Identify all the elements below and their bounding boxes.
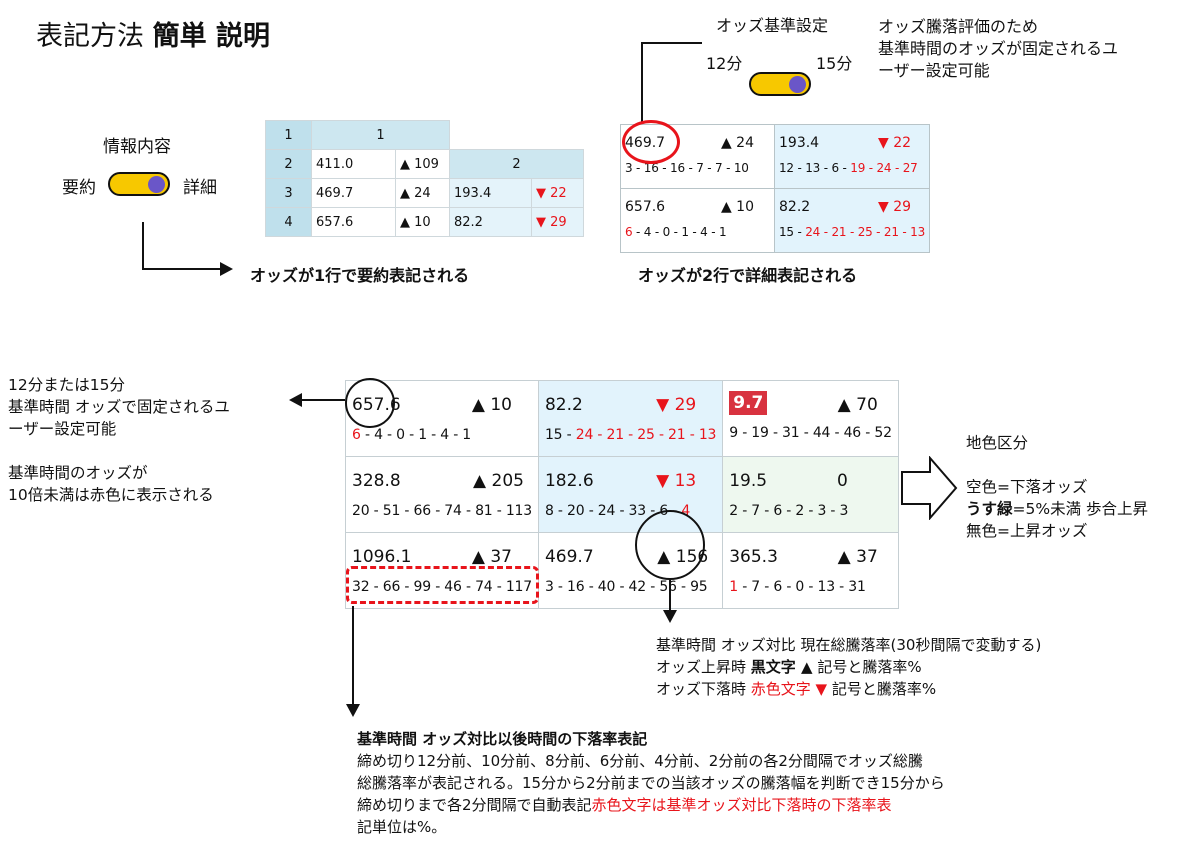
odds-setting-label: オッズ基準設定 [716,16,829,35]
table-row: 3 469.7 ▲ 24 193.4 ▼ 22 [265,178,584,208]
trend-highlight-box [346,566,539,604]
odds-setting-note: オッズ騰落評価のため 基準時間のオッズが固定されるユ ーザー設定可能 [878,17,1119,80]
odds-cell: 82.2▼ 29 15 - 24 - 21 - 25 - 21 - 13 [537,380,724,457]
table-row: 657.6▲ 10 6 - 4 - 0 - 1 - 4 - 1 82.2▼ 29… [345,380,899,457]
trend-note: 基準時間 オッズ対比以後時間の下落率表記 締め切り12分前、10分前、8分前、6… [357,730,945,836]
connector-line [641,42,702,44]
info-label: 情報内容 [103,137,171,157]
odds-cell: 182.6▼ 13 8 - 20 - 24 - 33 - 6 - 4 [537,456,724,533]
left-note: 12分または15分 基準時間 オッズで固定されるユ ーザー設定可能 基準時間のオ… [8,376,230,504]
table-row: 657.6▲ 10 6 - 4 - 0 - 1 - 4 - 1 82.2▼ 29… [620,188,931,253]
arrow-right-icon [220,262,233,276]
arrow-left-icon [289,393,302,407]
table-row: 328.8▲ 205 20 - 51 - 66 - 74 - 81 - 113 … [345,456,899,533]
arrow-line [142,222,144,270]
arrow-line [352,606,354,706]
odds-cell: 365.3▲ 37 1 - 7 - 6 - 0 - 13 - 31 [722,532,899,609]
arrow-line [669,580,671,612]
table-row: 4 657.6 ▲ 10 82.2 ▼ 29 [265,207,584,237]
detail-cell: 657.6▲ 10 6 - 4 - 0 - 1 - 4 - 1 [620,188,775,253]
arrow-down-icon [346,704,360,717]
detail-caption: オッズが2行で詳細表記される [638,266,858,285]
odds-change-note: 基準時間 オッズ対比 現在総騰落率(30秒間隔で変動する) オッズ上昇時 黒文字… [656,636,1042,698]
odds-12min-label: 12分 [706,54,743,73]
summary-label: 要約 [62,178,96,198]
toggle-knob [789,76,806,93]
arrow-right-outline-icon [901,456,958,520]
detail-table: 469.7▲ 24 3 - 16 - 16 - 7 - 7 - 10 193.4… [620,124,931,253]
highlight-circle [345,378,395,428]
highlight-circle-red [622,120,680,164]
detail-cell: 82.2▼ 29 15 - 24 - 21 - 25 - 21 - 13 [773,188,931,253]
page-title: 表記方法 簡単 説明 [36,21,270,52]
low-odds-badge: 9.7 [729,391,768,415]
highlight-circle [635,510,705,580]
arrow-down-icon [663,610,677,623]
toggle-knob [148,176,165,193]
odds-cell: 328.8▲ 205 20 - 51 - 66 - 74 - 81 - 113 [345,456,539,533]
summary-caption: オッズが1行で要約表記される [250,266,470,285]
connector-line [641,42,643,124]
table-row: 1 1 [265,120,584,150]
odds-cell: 9.7▲ 70 9 - 19 - 31 - 44 - 46 - 52 [722,380,899,457]
arrow-line [300,399,346,401]
odds-15min-label: 15分 [816,54,853,73]
detail-label: 詳細 [183,178,217,198]
info-toggle[interactable] [108,172,170,196]
background-color-legend: 地色区分 空色=下落オッズ うす緑=5%未満 歩合上昇 無色=上昇オッズ [966,434,1149,540]
arrow-line [142,268,222,270]
odds-setting-toggle[interactable] [749,72,811,96]
table-row: 2 411.0 ▲ 109 2 [265,149,584,179]
table-row: 469.7▲ 24 3 - 16 - 16 - 7 - 7 - 10 193.4… [620,124,931,189]
summary-table: 1 1 2 411.0 ▲ 109 2 3 469.7 ▲ 24 193.4 ▼… [265,120,584,237]
odds-cell: 1096.1▲ 37 32 - 66 - 99 - 46 - 74 - 117 [345,532,539,609]
table-row: 1096.1▲ 37 32 - 66 - 99 - 46 - 74 - 117 … [345,532,899,609]
detail-cell: 193.4▼ 22 12 - 13 - 6 - 19 - 24 - 27 [773,124,931,189]
